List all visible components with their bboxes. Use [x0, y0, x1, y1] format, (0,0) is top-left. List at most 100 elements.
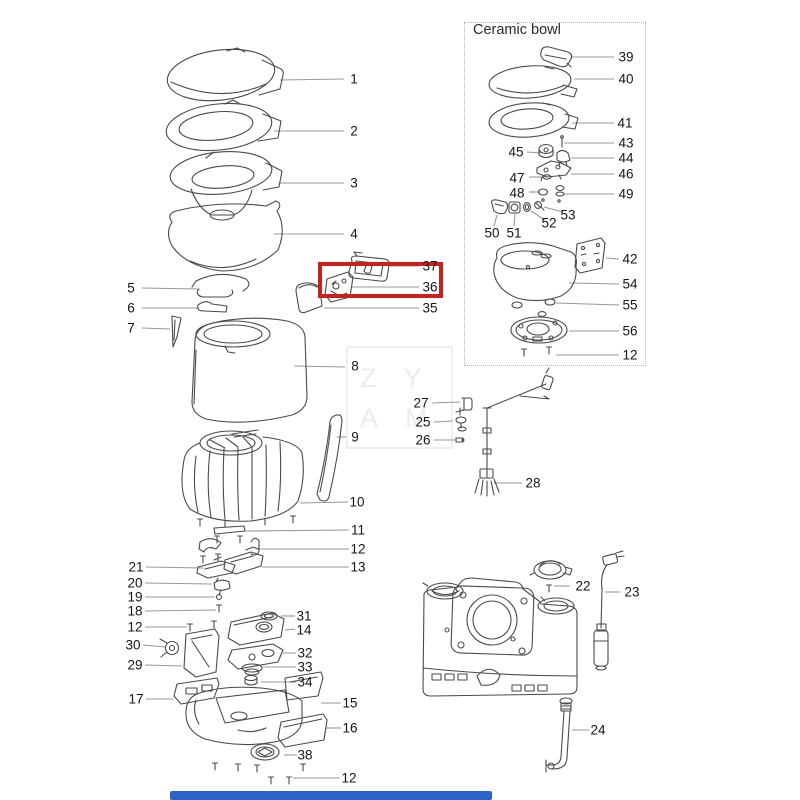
part-13-bracket-plate — [223, 546, 264, 575]
part-label-19-18: 19 — [127, 589, 143, 605]
part-label-14-25: 14 — [296, 622, 312, 638]
part-16-skirt-panel — [277, 713, 328, 748]
part-label-29-22: 29 — [127, 657, 143, 673]
leader-lines — [141, 56, 620, 779]
water-tank — [422, 577, 578, 697]
part-label-26-54: 26 — [415, 432, 431, 448]
part-label-47-39: 47 — [509, 170, 525, 186]
ceramic-part-52-ring — [523, 202, 531, 212]
ceramic-part-43-pin — [560, 135, 564, 148]
part-label-20-17: 20 — [127, 575, 143, 591]
part-label-42-47: 42 — [622, 251, 638, 267]
part-label-33-27: 33 — [297, 659, 313, 675]
ceramic-part-56-flange — [510, 316, 568, 344]
part-label-36-8: 36 — [422, 279, 438, 295]
part-33-seal — [241, 663, 263, 676]
part-22-tank-cap — [529, 560, 573, 580]
bottom-blue-bar — [170, 791, 492, 800]
part-label-5-4: 5 — [127, 280, 135, 296]
part-label-44-38: 44 — [618, 150, 634, 166]
ceramic-part-46-hinge-bracket — [536, 160, 572, 182]
part-label-52-45: 52 — [541, 215, 557, 231]
part-24-drain-tube — [545, 697, 573, 773]
part-label-27-52: 27 — [413, 395, 429, 411]
part-label-2-1: 2 — [350, 123, 358, 139]
part-3-bowl-insert — [169, 151, 283, 221]
part-label-8-10: 8 — [351, 358, 359, 374]
part-7-wedge — [171, 315, 182, 348]
part-label-45-37: 45 — [508, 144, 524, 160]
part-38-grommet-disc — [250, 743, 280, 761]
part-label-40-34: 40 — [618, 71, 634, 87]
part-28-cable-harness — [474, 367, 554, 497]
part-32-plate — [227, 643, 284, 670]
part-label-12-14: 12 — [350, 541, 366, 557]
part-9-trim-strip — [316, 414, 343, 502]
part-27-clip — [461, 397, 473, 411]
part-label-39-33: 39 — [618, 49, 634, 65]
part-label-46-40: 46 — [618, 166, 634, 182]
ceramic-part-45-nut — [538, 143, 554, 159]
part-19-ball — [215, 593, 223, 601]
part-label-12-20: 12 — [127, 619, 143, 635]
part-label-11-13: 11 — [350, 522, 366, 538]
part-label-53-46: 53 — [560, 207, 576, 223]
part-label-23-57: 23 — [624, 584, 640, 600]
part-label-12-32: 12 — [341, 770, 357, 786]
part-label-4-3: 4 — [350, 226, 358, 242]
part-6-clip — [197, 301, 228, 313]
part-label-17-23: 17 — [128, 691, 144, 707]
ceramic-part-39-pad — [540, 46, 573, 68]
part-label-3-2: 3 — [350, 175, 358, 191]
part-25-valve-stem — [455, 407, 467, 432]
part-8-upper-housing — [191, 317, 308, 423]
part-34-cylinder — [244, 674, 258, 686]
part-label-25-53: 25 — [415, 414, 431, 430]
part-label-6-5: 6 — [127, 300, 135, 316]
part-label-7-6: 7 — [127, 320, 135, 336]
part-5-clamp-ring — [191, 273, 250, 298]
part-2-seat — [165, 99, 282, 152]
part-12-hook-screw — [250, 537, 260, 556]
part-label-41-35: 41 — [617, 115, 633, 131]
ceramic-part-53-bolt — [534, 201, 545, 211]
watermark-line-2: AM — [360, 403, 455, 433]
part-label-37-7: 37 — [422, 258, 438, 274]
ceramic-bowl-section-border — [464, 22, 646, 366]
part-label-51-44: 51 — [506, 225, 522, 241]
ceramic-part-51-square-washer — [508, 201, 521, 214]
part-35-cover — [295, 282, 323, 314]
part-label-38-31: 38 — [297, 747, 313, 763]
part-label-49-42: 49 — [618, 186, 634, 202]
ceramic-part-54-bowl — [493, 242, 577, 302]
ceramic-part-40-lid — [488, 65, 578, 99]
part-26-nozzle — [455, 437, 465, 443]
part-29-side-panel — [183, 628, 220, 678]
part-4-base-bowl — [167, 200, 283, 272]
corner-angle-piece — [198, 538, 222, 553]
part-label-35-9: 35 — [422, 300, 438, 316]
part-label-54-48: 54 — [622, 276, 638, 292]
part-11-strip — [213, 525, 246, 535]
part-label-48-41: 48 — [509, 185, 525, 201]
part-14-plate — [227, 612, 285, 646]
ceramic-part-55-seals — [511, 298, 556, 317]
part-15-base-pan — [185, 671, 324, 746]
part-label-32-26: 32 — [297, 645, 313, 661]
part-label-56-50: 56 — [622, 323, 638, 339]
screws — [186, 346, 553, 785]
part-label-13-15: 13 — [350, 559, 366, 575]
watermark: ZY AM — [346, 346, 453, 449]
part-label-21-16: 21 — [128, 559, 144, 575]
part-label-30-21: 30 — [125, 637, 141, 653]
part-label-55-49: 55 — [622, 297, 638, 313]
part-label-28-55: 28 — [525, 475, 541, 491]
part-label-50-43: 50 — [484, 225, 500, 241]
part-label-22-56: 22 — [575, 578, 591, 594]
part-label-31-24: 31 — [296, 608, 312, 624]
highlight-red-box — [318, 262, 443, 298]
part-label-43-36: 43 — [618, 135, 634, 151]
ceramic-part-50-knob — [491, 199, 509, 215]
